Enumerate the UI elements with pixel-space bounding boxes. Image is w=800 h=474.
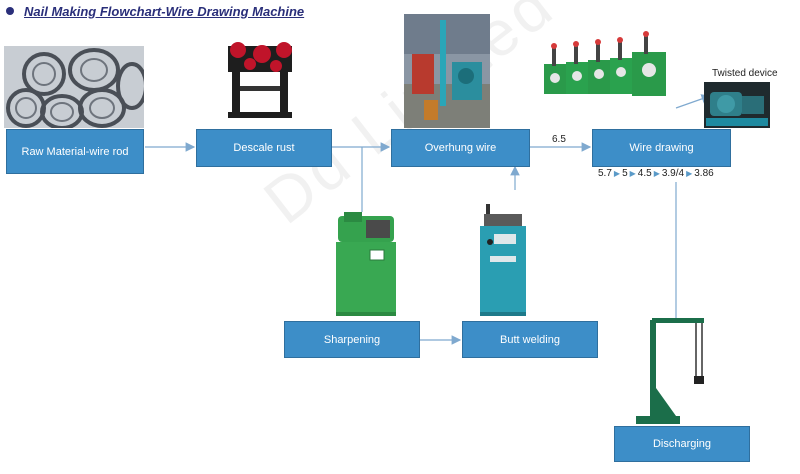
- diameter-value: 5.7: [598, 168, 612, 179]
- butt-welding-machine-image: [480, 204, 526, 316]
- diameter-value: 3.86: [694, 168, 714, 179]
- title-row: Nail Making Flowchart-Wire Drawing Machi…: [6, 2, 304, 20]
- twisted-device-label: Twisted device: [712, 68, 778, 79]
- diameter-value: 3.9/4: [661, 168, 685, 179]
- right-arrow-icon: ▶: [613, 169, 621, 178]
- bullet-icon: [6, 7, 14, 15]
- right-arrow-icon: ▶: [686, 169, 693, 178]
- diameter-sequence: 5.7 ▶ 5 ▶ 4.5 ▶ 3.9/4 ▶ 3.86: [598, 168, 714, 179]
- node-discharging: Discharging: [614, 426, 750, 462]
- wire-rod-coils-image: [4, 46, 144, 128]
- diameter-value: 4.5: [637, 168, 652, 179]
- node-overhung-wire: Overhung wire: [391, 129, 530, 167]
- right-arrow-icon: ▶: [629, 169, 636, 178]
- sharpening-machine-image: [336, 212, 396, 316]
- page-title: Nail Making Flowchart-Wire Drawing Machi…: [24, 3, 305, 19]
- descale-machine-image: [228, 42, 292, 118]
- node-butt-welding: Butt welding: [462, 321, 598, 358]
- twisted-device-image: [704, 82, 770, 128]
- right-arrow-icon: ▶: [653, 169, 660, 178]
- node-descale-rust: Descale rust: [196, 129, 332, 167]
- diameter-value: 5: [622, 168, 628, 179]
- wire-drawing-machines-image: [544, 31, 666, 96]
- node-raw-material: Raw Material-wire rod: [6, 129, 144, 174]
- overhung-wire-image: [404, 14, 490, 128]
- node-wire-drawing: Wire drawing: [592, 129, 731, 167]
- edge-value-label: 6.5: [552, 134, 566, 145]
- discharging-crane-image: [636, 318, 704, 424]
- node-sharpening: Sharpening: [284, 321, 420, 358]
